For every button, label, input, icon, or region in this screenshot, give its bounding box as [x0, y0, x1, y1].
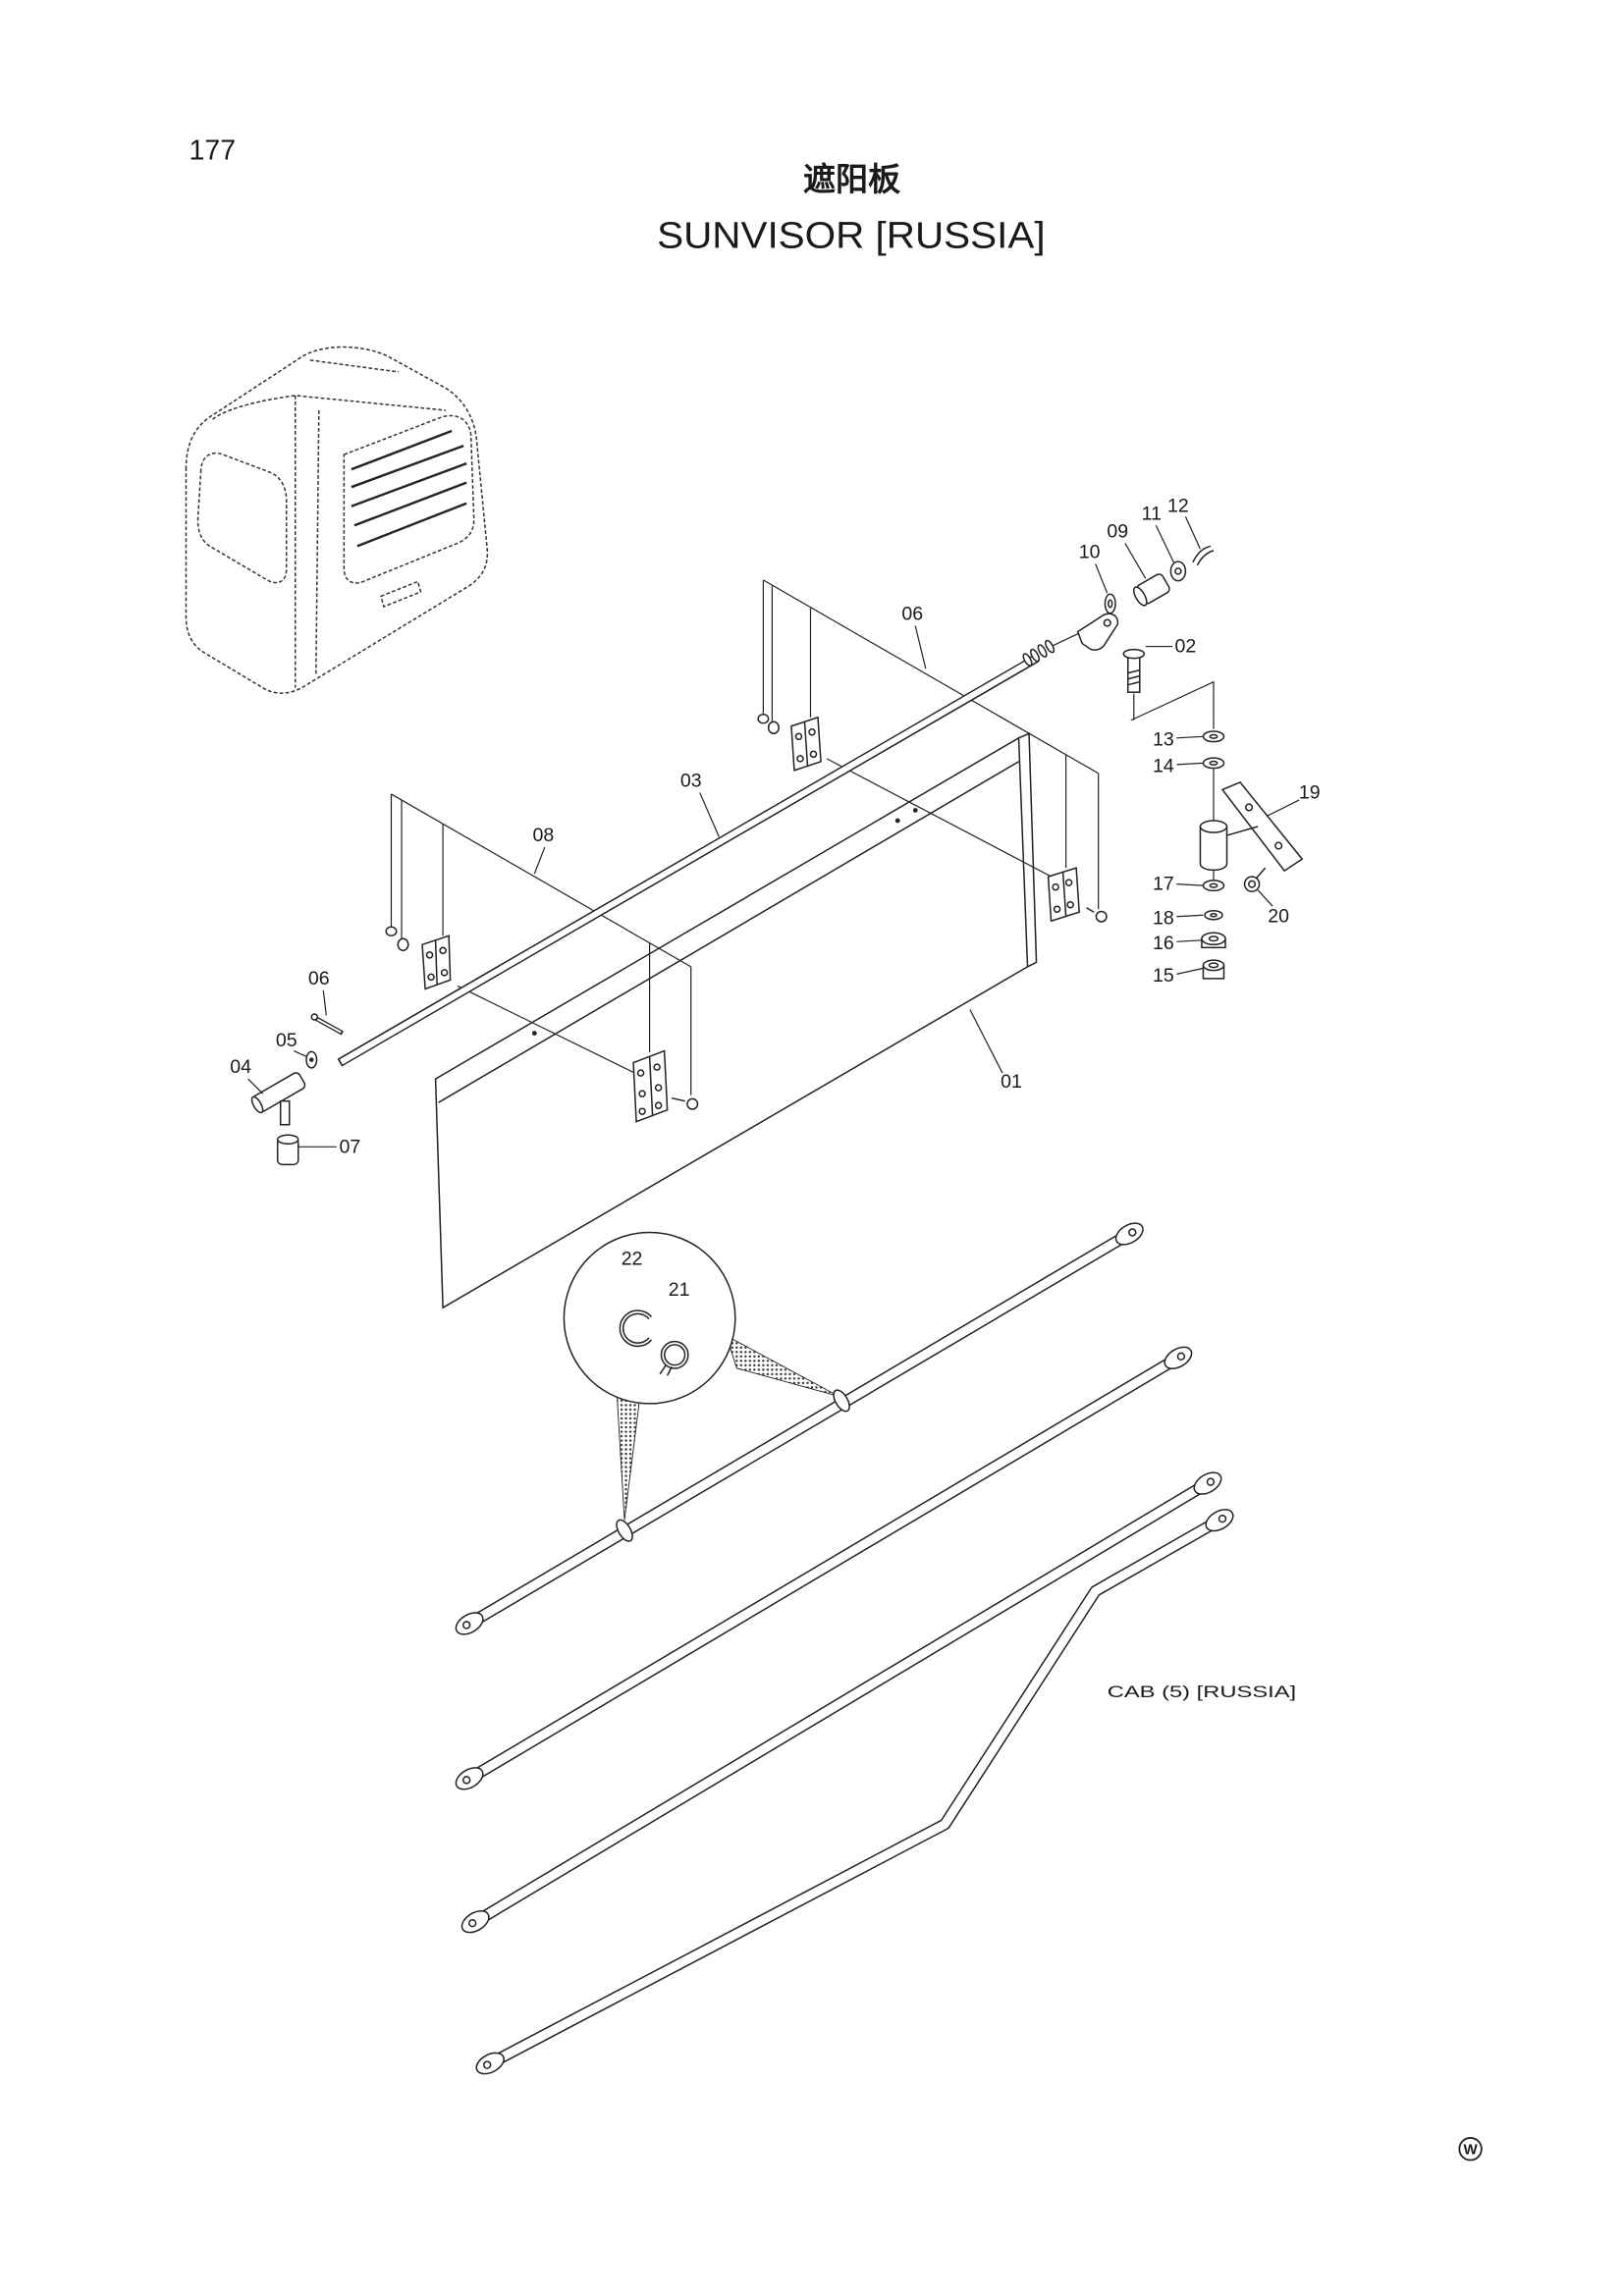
hinge-a	[385, 926, 452, 990]
shaft-knob	[250, 1072, 306, 1126]
part-label-06-left: 06	[308, 968, 330, 989]
part-label-06-right: 06	[901, 604, 923, 625]
part-label-05: 05	[276, 1030, 298, 1051]
stay-rod-3	[460, 1471, 1222, 1934]
excavator-cab-icon	[185, 346, 489, 694]
cotter-pin	[1192, 545, 1215, 566]
pin-06	[310, 1013, 344, 1036]
washer-05	[305, 1050, 318, 1069]
knob-cap	[276, 1134, 299, 1166]
sunvisor-panel	[434, 732, 1038, 1309]
part-label-15: 15	[1153, 965, 1174, 987]
washer-17	[1202, 880, 1225, 892]
washer-14	[1202, 757, 1225, 770]
part-label-10: 10	[1079, 541, 1101, 562]
part-label-17: 17	[1153, 874, 1174, 895]
part-label-09: 09	[1107, 520, 1128, 542]
bracket-19	[1199, 780, 1304, 873]
cab-reference-note: CAB (5) [RUSSIA]	[1108, 1682, 1296, 1701]
part-label-22: 22	[622, 1249, 643, 1270]
part-label-12: 12	[1167, 496, 1189, 517]
detail-view-circle: 22 21	[563, 1231, 736, 1405]
part-label-07: 07	[340, 1136, 361, 1157]
part-label-01: 01	[1001, 1071, 1022, 1093]
washer-10	[1104, 593, 1116, 614]
detail-callout-wedges	[617, 1334, 839, 1521]
bolt-20	[1243, 867, 1267, 892]
snap-ring-22	[619, 1309, 653, 1348]
part-label-02: 02	[1175, 636, 1197, 658]
part-label-20: 20	[1268, 906, 1289, 928]
part-label-16: 16	[1153, 933, 1174, 954]
part-label-13: 13	[1153, 728, 1174, 750]
part-label-19: 19	[1299, 781, 1321, 803]
clip-ring-21	[659, 1340, 689, 1376]
shaft-arm-bracket	[1076, 613, 1119, 651]
cab-window-slats	[351, 429, 467, 548]
nut-15	[1202, 959, 1225, 980]
stay-rod-1	[455, 1222, 1144, 1635]
stay-rod-4	[475, 1509, 1234, 2075]
part-label-08: 08	[532, 825, 554, 846]
nut-11	[1169, 561, 1187, 582]
part-label-03: 03	[680, 770, 702, 791]
leader-lines	[247, 516, 1300, 1339]
circled-letter-icon: W	[1458, 2137, 1483, 2162]
hinge-b	[757, 713, 822, 772]
washer-13	[1202, 730, 1225, 743]
bushing-09	[1133, 573, 1170, 607]
hinge-d	[632, 1049, 699, 1123]
hinge-c	[1047, 867, 1108, 923]
page-title: SUNVISOR [RUSSIA]	[657, 215, 1045, 256]
part-label-04: 04	[230, 1056, 251, 1078]
part-label-11: 11	[1142, 503, 1162, 524]
bolt-02	[1122, 648, 1146, 693]
part-label-18: 18	[1153, 907, 1174, 929]
assembly-guide-lines	[390, 579, 1215, 1095]
corner-mark-letter: W	[1464, 2142, 1479, 2159]
washer-18	[1204, 909, 1223, 921]
part-label-14: 14	[1153, 755, 1174, 776]
sunvisor-shaft	[337, 639, 1056, 1067]
page-title-chinese: 遮阳板	[803, 160, 900, 198]
page-number: 177	[189, 134, 236, 166]
part-label-21: 21	[669, 1279, 690, 1301]
stay-rod-2	[455, 1346, 1193, 1790]
rubber-mount-16	[1201, 932, 1226, 949]
